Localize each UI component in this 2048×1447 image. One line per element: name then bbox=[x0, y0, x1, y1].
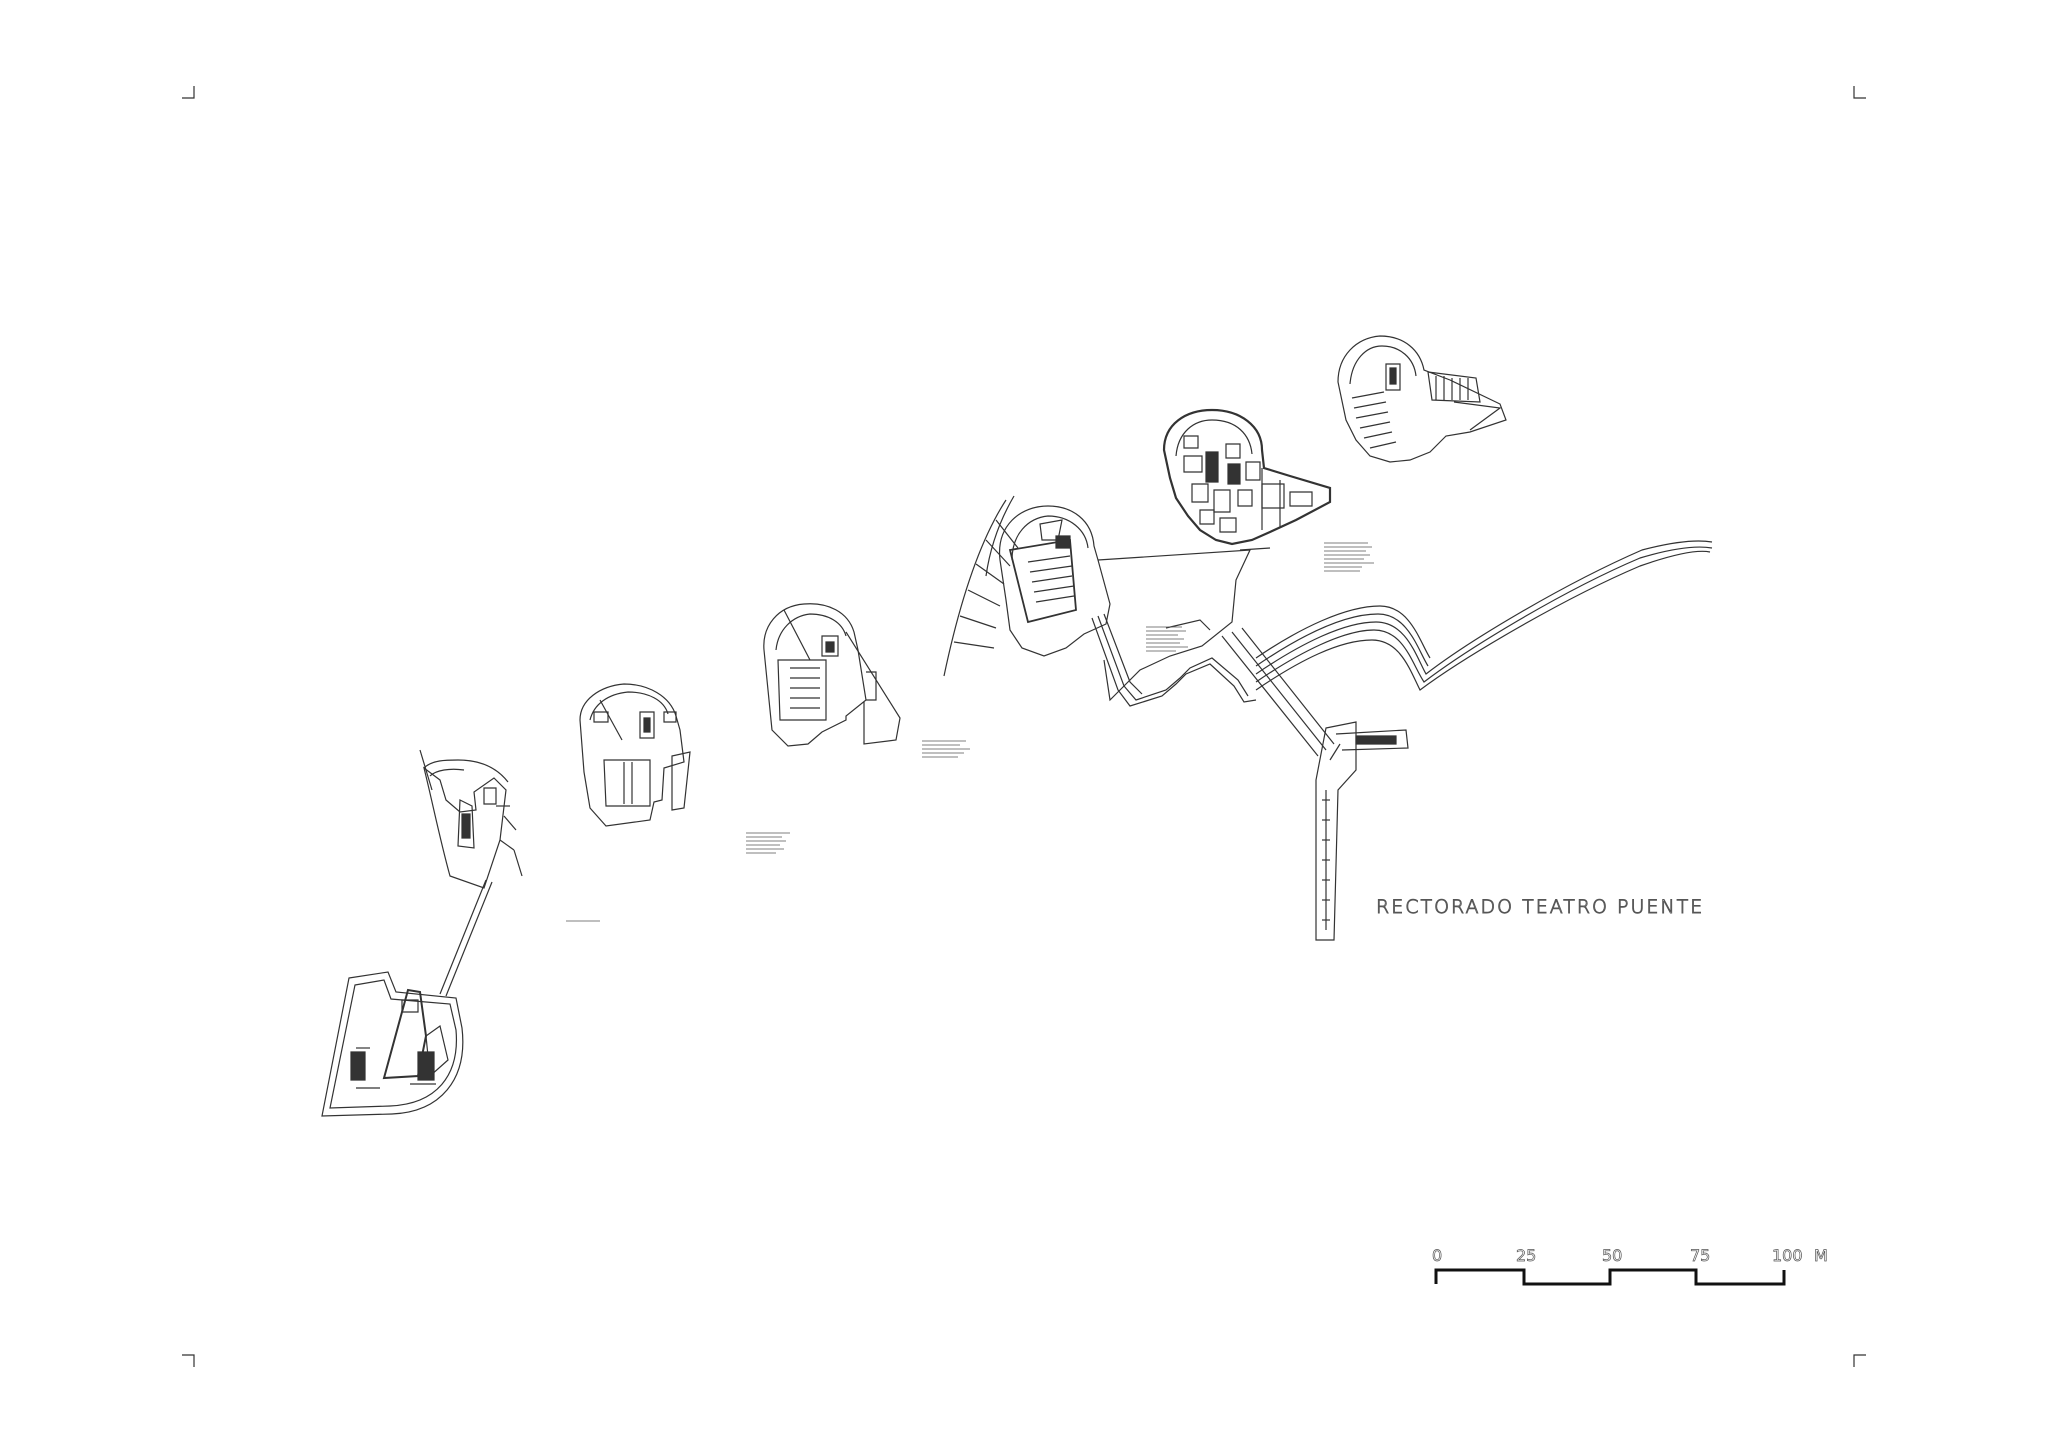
plan-bridge bbox=[1092, 541, 1712, 940]
plan-level-1 bbox=[420, 750, 522, 888]
plan-parking bbox=[322, 880, 492, 1116]
plan-theatre bbox=[944, 496, 1270, 700]
plan-level-3 bbox=[764, 604, 900, 746]
plan-roof-level bbox=[1338, 336, 1506, 462]
scale-tick-50: 50 bbox=[1602, 1246, 1623, 1266]
scale-tick-25: 25 bbox=[1516, 1246, 1537, 1266]
scale-tick-75: 75 bbox=[1690, 1246, 1711, 1266]
scale-tick-100: 100 bbox=[1772, 1246, 1803, 1266]
plan-office-level bbox=[1164, 410, 1330, 544]
plan-level-2 bbox=[580, 684, 690, 826]
crop-marks bbox=[182, 86, 1866, 1367]
scale-bar bbox=[1436, 1270, 1784, 1284]
scale-unit: M bbox=[1814, 1246, 1829, 1266]
scale-tick-0: 0 bbox=[1432, 1246, 1443, 1266]
drawing-title: RECTORADO TEATRO PUENTE bbox=[1376, 896, 1705, 919]
plan-legends bbox=[566, 543, 1374, 921]
